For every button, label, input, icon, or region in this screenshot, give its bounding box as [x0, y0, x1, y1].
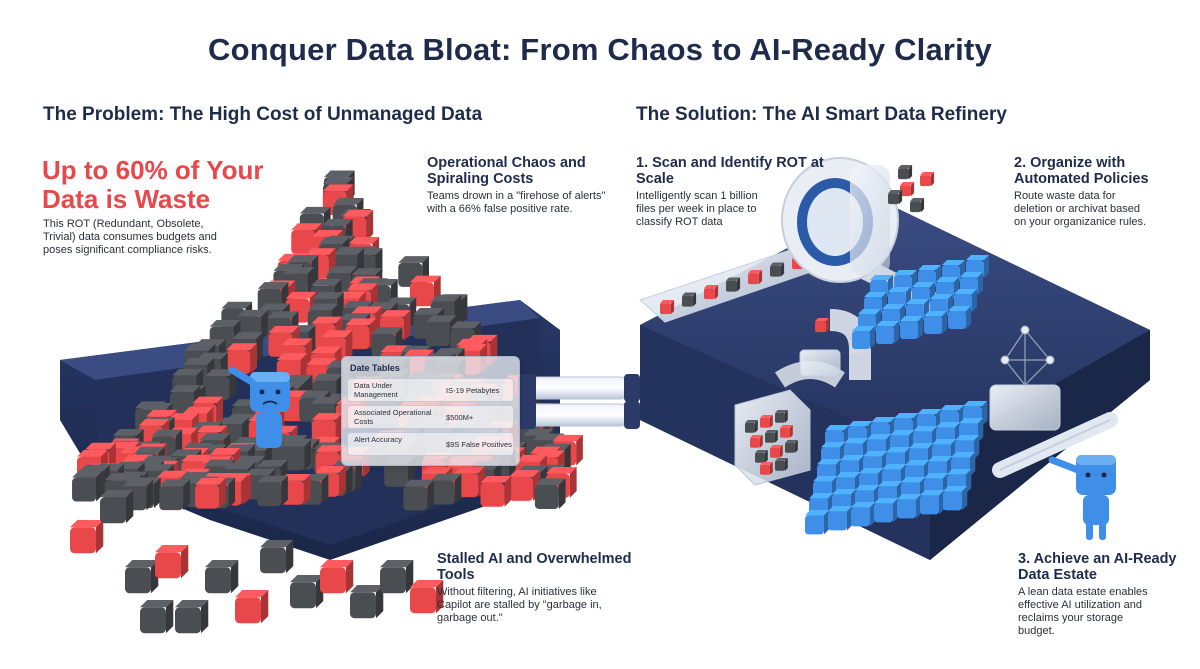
scanner-ring	[781, 157, 899, 283]
gray-rot-cube	[755, 450, 768, 463]
data-table-row: Data Under Management IS-19 Petabytes	[347, 378, 514, 402]
red-rot-cube	[920, 172, 935, 187]
gray-rot-cube	[290, 575, 324, 609]
red-rot-cube	[750, 435, 763, 448]
data-table-row-label: Data Under Management	[354, 381, 398, 399]
gray-rot-cube	[257, 475, 288, 507]
organized-blue-cube	[874, 498, 899, 523]
step2-heading: 2. Organize with Automated Policies	[1014, 155, 1149, 187]
gray-rot-cube	[430, 473, 462, 505]
gray-rot-cube	[280, 439, 312, 471]
red-rot-cube	[70, 520, 104, 554]
data-table-row-value: $9S False Positives	[446, 440, 512, 449]
robot-character-sad	[228, 366, 290, 448]
step2-description: Route waste data for deletion or archiva…	[1014, 190, 1147, 228]
incoming-cubes	[888, 165, 935, 213]
gray-rot-cube	[910, 198, 925, 213]
gray-rot-cube	[775, 458, 788, 471]
organized-blue-cube	[805, 510, 830, 535]
red-rot-cube	[760, 415, 773, 428]
step1-description: Intelligently scan 1 billion files per w…	[636, 190, 758, 228]
organized-blue-cube	[897, 494, 922, 519]
organized-cubes-small	[852, 255, 990, 350]
data-table-row-value: $500M+	[446, 413, 474, 422]
gray-rot-cube	[175, 600, 209, 634]
robot-character-pointing	[1048, 455, 1116, 540]
gray-rot-cube	[770, 262, 785, 277]
problem-section-title: The Problem: The High Cost of Unmanaged …	[43, 104, 483, 125]
gray-rot-cube	[205, 369, 237, 401]
organized-blue-cube	[828, 506, 853, 531]
red-rot-cube	[155, 545, 189, 579]
tray-cubes	[745, 410, 798, 475]
problem-headline: Up to 60% of Your Data is Waste	[42, 155, 264, 214]
gray-rot-cube	[380, 560, 414, 594]
data-table-row: Associated Operational Costs $500M+	[347, 405, 514, 429]
gray-rot-cube	[726, 277, 741, 292]
red-rot-cube	[480, 476, 512, 507]
red-rot-cube	[235, 590, 269, 624]
solution-section-title: The Solution: The AI Smart Data Refinery	[636, 104, 1007, 125]
organized-blue-cube	[943, 486, 968, 511]
stalled-ai-description: Without filtering, AI initiatives like C…	[437, 586, 602, 624]
red-rot-cube	[760, 462, 773, 475]
gray-rot-cube	[785, 440, 798, 453]
organized-blue-cube	[948, 306, 972, 330]
gray-rot-cube	[140, 600, 174, 634]
problem-headline-description: This ROT (Redundant, Obsolete, Trivial) …	[43, 218, 217, 256]
data-table-row: Alert Accuracy $9S False Positives	[347, 432, 514, 456]
stalled-ai-heading: Stalled AI and Overwhelmed Tools	[437, 551, 632, 583]
gray-rot-cube	[898, 165, 913, 180]
red-rot-cube	[195, 477, 226, 509]
step3-heading: 3. Achieve an AI-Ready Data Estate	[1018, 551, 1177, 583]
red-rot-cube	[748, 270, 763, 285]
gray-rot-cube	[72, 470, 103, 502]
gray-rot-cube	[350, 585, 384, 619]
step3-description: A lean data estate enables effective AI …	[1018, 586, 1148, 637]
gray-rot-cube	[775, 410, 788, 423]
data-table-row-value: IS-19 Petabytes	[446, 386, 500, 395]
gray-rot-cube	[100, 490, 134, 524]
organized-blue-cube	[959, 418, 984, 443]
gray-rot-cube	[205, 560, 239, 594]
red-rot-cube	[815, 318, 830, 333]
data-table-row-label: Alert Accuracy	[354, 435, 402, 444]
red-rot-cube	[410, 580, 444, 614]
organized-blue-cube	[924, 311, 948, 335]
gray-rot-cube	[888, 190, 903, 205]
gray-rot-cube	[765, 430, 778, 443]
gray-rot-cube	[745, 420, 758, 433]
gray-rot-cube	[260, 540, 294, 574]
organized-cubes-large	[805, 401, 988, 535]
connector-pipes	[518, 374, 640, 429]
data-table-title: Date Tables	[350, 363, 400, 373]
red-rot-cube	[320, 560, 354, 594]
gray-rot-cube	[125, 560, 159, 594]
page-title: Conquer Data Bloat: From Chaos to AI-Rea…	[208, 32, 992, 67]
chaos-description: Teams drown in a "firehose of alerts" wi…	[427, 190, 606, 215]
step1-heading: 1. Scan and Identify ROT at Scale	[636, 155, 824, 187]
data-table-row-label: Associated Operational Costs	[354, 408, 432, 426]
chaos-heading: Operational Chaos and Spiraling Costs	[427, 155, 586, 187]
network-node-icon	[989, 325, 1061, 431]
output-pipe	[992, 412, 1118, 478]
organized-blue-cube	[900, 316, 924, 340]
organized-blue-cube	[876, 321, 900, 345]
red-rot-cube	[770, 445, 783, 458]
red-rot-cube	[780, 425, 793, 438]
organized-blue-cube	[851, 502, 876, 527]
data-tables-panel: Date Tables Data Under Management IS-19 …	[341, 356, 520, 466]
red-rot-cube	[704, 285, 719, 300]
red-rot-cube	[900, 182, 915, 197]
gray-rot-cube	[159, 479, 190, 511]
gray-rot-cube	[534, 478, 566, 510]
gray-rot-cube	[682, 292, 697, 307]
red-rot-cube	[660, 300, 675, 315]
gray-rot-cube	[403, 479, 435, 511]
organized-blue-cube	[920, 490, 945, 515]
organized-blue-cube	[852, 326, 876, 350]
